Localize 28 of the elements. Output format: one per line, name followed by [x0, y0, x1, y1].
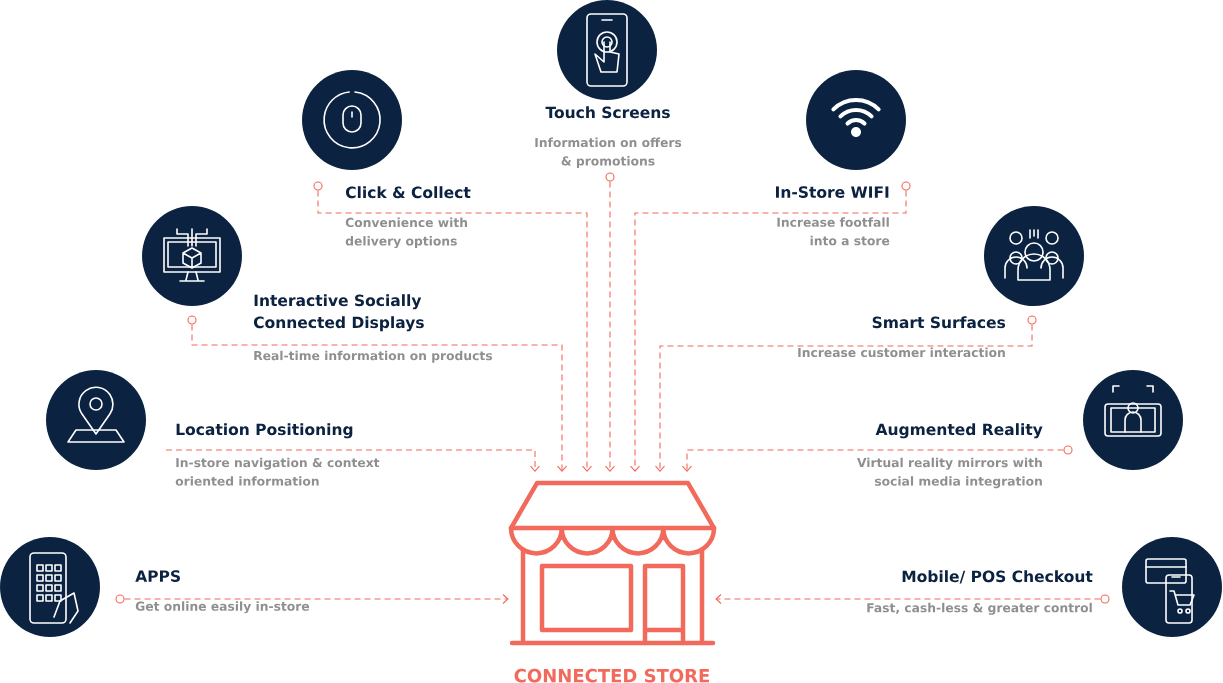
dashed-arrow — [124, 593, 509, 605]
feature-description: In-store navigation & context oriented information — [175, 457, 380, 486]
dashed-arrow — [165, 449, 541, 472]
dashed-arrow — [317, 190, 593, 472]
feature-title: Touch Screens — [545, 106, 670, 119]
dashed-arrow — [681, 449, 1064, 472]
feature-title: Click & Collect — [345, 186, 471, 199]
feature-description: Information on offers & promotions — [535, 137, 682, 168]
feature-description: Real-time information on products — [254, 350, 492, 363]
feature-description: Fast, cash-less & greater control — [867, 602, 1092, 615]
feature-description: Virtual reality mirrors with social media integration — [857, 457, 1042, 489]
dashed-arrow — [715, 593, 1101, 605]
feature-title: Interactive Socially Connected Displays — [253, 294, 424, 332]
feature-description: Convenience with delivery options — [345, 217, 468, 249]
feature-title: Smart Surfaces — [872, 316, 1006, 329]
feature-title: Augmented Reality — [875, 423, 1043, 439]
feature-title: APPS — [135, 570, 180, 582]
feature-title: In-Store WIFI — [776, 186, 889, 198]
store-label: CONNECTED STORE — [514, 668, 709, 683]
dashed-arrow — [629, 190, 907, 472]
feature-description: Increase footfall into a store — [777, 217, 890, 246]
dashed-arrow — [654, 324, 1033, 472]
feature-description: Get online easily in-store — [135, 601, 310, 614]
feature-title: Mobile/ POS Checkout — [902, 570, 1093, 584]
dashed-arrow — [191, 324, 568, 472]
feature-title: Location Positioning — [176, 423, 353, 439]
dashed-arrow — [604, 181, 616, 472]
feature-description: Increase customer interaction — [798, 347, 1005, 358]
